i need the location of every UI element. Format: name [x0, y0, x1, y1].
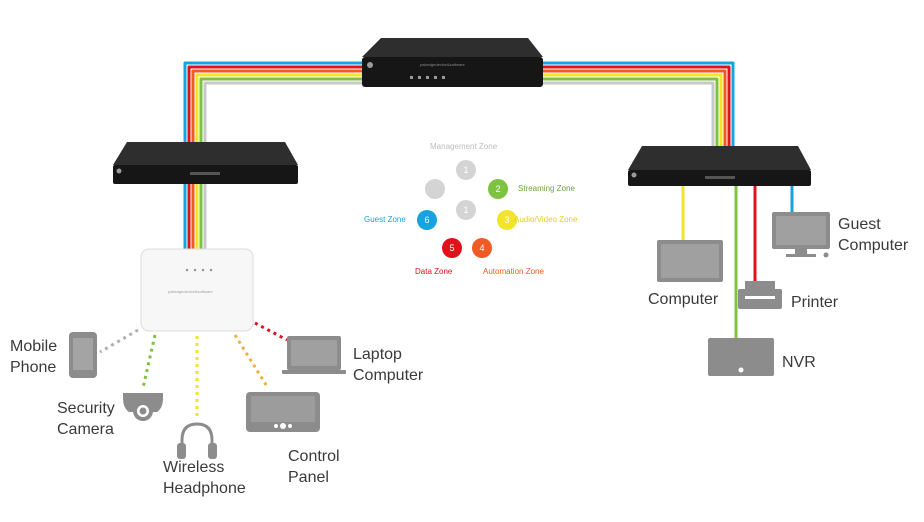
core-switch: pakedgedevice&software — [362, 38, 543, 87]
cable-data — [540, 65, 731, 152]
cable-data — [187, 65, 365, 249]
mobile-phone-label: Mobile Phone — [10, 338, 58, 376]
printer-label: Printer — [791, 294, 839, 311]
trunk-cable-right — [540, 61, 735, 152]
nvr-label: NVR — [782, 354, 816, 371]
zone-data-label: Data Zone — [415, 267, 453, 276]
zone-audio-video-circle: 3 — [497, 210, 517, 230]
nvr-icon — [708, 338, 774, 376]
power-icon — [367, 62, 373, 68]
wireless-headphone-label: Wireless Headphone — [163, 459, 246, 497]
control-panel-icon — [246, 392, 320, 432]
core-switch-brand: pakedgedevice&software — [420, 62, 465, 67]
zone-management-circle: 1 — [456, 160, 476, 180]
headphone-icon — [177, 422, 217, 459]
laptop-computer-label: Laptop Computer — [353, 346, 424, 384]
security-camera-label: Security Camera — [57, 400, 115, 438]
cable-automation — [191, 69, 365, 249]
wifi-security-camera — [141, 334, 157, 389]
control-panel-label: Control Panel — [288, 448, 340, 486]
access-point: pakedgedevice&software — [140, 248, 254, 332]
wifi-mobile-phone — [99, 328, 139, 354]
computer-label: Computer — [648, 291, 719, 308]
zone-guest-label: Guest Zone — [364, 215, 406, 224]
guest-computer-label: Guest Computer — [838, 216, 909, 254]
wireless-links — [99, 321, 288, 420]
zone-blank-circle — [425, 179, 445, 199]
power-icon — [116, 168, 122, 174]
cable-guest — [183, 61, 365, 249]
zone-streaming-circle: 2 — [488, 179, 508, 199]
security-camera-icon — [123, 393, 163, 421]
zone-automation-circle: 4 — [472, 238, 492, 258]
right-switch — [628, 146, 811, 186]
cable-automation — [540, 69, 727, 152]
wifi-control-panel — [233, 334, 270, 389]
wifi-laptop — [254, 321, 288, 342]
zone-automation-label: Automation Zone — [483, 267, 544, 276]
zone-guest-circle: 6 — [417, 210, 437, 230]
trunk-cable-left — [183, 61, 365, 249]
access-point-brand: pakedgedevice&software — [168, 289, 213, 294]
cable-audio-video — [540, 73, 723, 152]
cable-streaming — [199, 77, 365, 249]
cable-management — [203, 81, 365, 249]
computer-icon — [657, 240, 723, 282]
cable-management — [540, 81, 715, 152]
printer-icon — [738, 281, 782, 309]
mobile-phone-icon — [69, 332, 97, 378]
zone-center-circle: 1 — [456, 200, 476, 220]
zone-audio-video-label: Audio/Video Zone — [514, 215, 578, 224]
power-icon — [631, 172, 637, 178]
guest-computer-icon — [772, 212, 830, 258]
zone-streaming-label: Streaming Zone — [518, 184, 575, 193]
laptop-icon — [282, 336, 346, 374]
zone-management-label: Management Zone — [430, 142, 498, 151]
cable-guest — [540, 61, 735, 152]
cable-streaming — [540, 77, 719, 152]
zone-data-circle: 5 — [442, 238, 462, 258]
left-switch — [113, 142, 298, 184]
cable-audio-video — [195, 73, 365, 249]
right-device-links — [681, 185, 794, 338]
